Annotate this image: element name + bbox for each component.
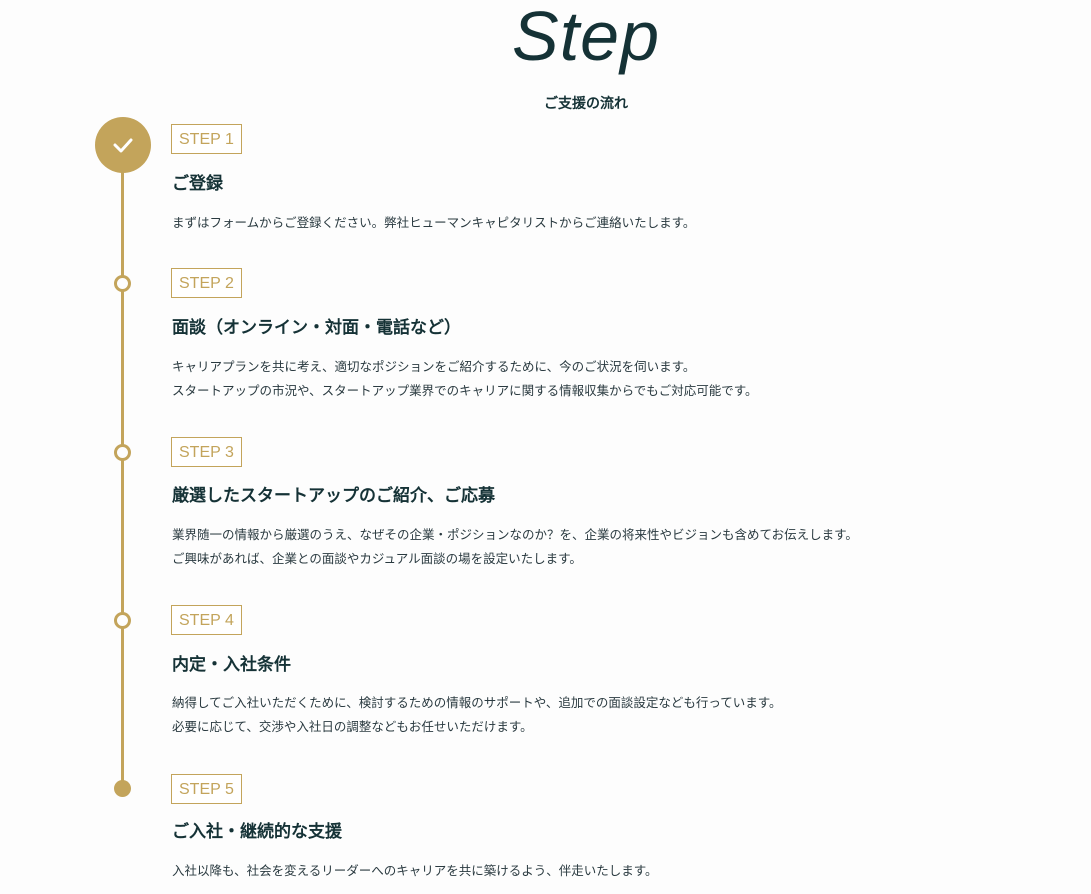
check-icon	[113, 138, 133, 153]
step-2-description-line: スタートアップの市況や、スタートアップ業界でのキャリアに関する情報収集からでもご…	[172, 383, 758, 398]
step-4-description-line: 納得してご入社いただくために、検討するための情報のサポートや、追加での面談設定な…	[172, 695, 782, 710]
step-4-description: 納得してご入社いただくために、検討するための情報のサポートや、追加での面談設定な…	[172, 691, 782, 739]
step-5-description: 入社以降も、社会を変えるリーダーへのキャリアを共に築けるよう、伴走いたします。	[172, 859, 658, 883]
step-1-heading: ご登録	[172, 174, 223, 194]
step-4-badge: STEP 4	[171, 605, 242, 635]
step-5-marker	[114, 780, 131, 797]
step-1-description-line: まずはフォームからご登録ください。弊社ヒューマンキャピタリストからご連絡いたしま…	[172, 215, 696, 230]
step-2-description-line: キャリアプランを共に考え、適切なポジションをご紹介するために、今のご状況を伺いま…	[172, 359, 696, 374]
step-5-badge: STEP 5	[171, 774, 242, 804]
step-2-badge: STEP 2	[171, 268, 242, 298]
step-3-description-line: 業界随一の情報から厳選のうえ、なぜその企業・ポジションなのか？を、企業の将来性や…	[172, 527, 858, 542]
step-1-description: まずはフォームからご登録ください。弊社ヒューマンキャピタリストからご連絡いたしま…	[172, 211, 695, 235]
step-3-badge: STEP 3	[171, 437, 242, 467]
step-2-description: キャリアプランを共に考え、適切なポジションをご紹介するために、今のご状況を伺いま…	[172, 355, 758, 403]
step-1-badge: STEP 1	[171, 124, 242, 154]
step-4-description-line: 必要に応じて、交渉や入社日の調整などもお任せいただけます。	[172, 719, 533, 734]
step-4-marker	[114, 612, 131, 629]
timeline-line	[121, 148, 124, 790]
page-title: Step	[512, 0, 660, 75]
step-3-marker	[114, 444, 131, 461]
step-3-heading: 厳選したスタートアップのご紹介、ご応募	[172, 486, 495, 506]
step-5-heading: ご入社・継続的な支援	[172, 822, 342, 842]
step-1-marker	[95, 117, 151, 173]
step-3-description: 業界随一の情報から厳選のうえ、なぜその企業・ポジションなのか？を、企業の将来性や…	[172, 523, 858, 571]
step-4-heading: 内定・入社条件	[172, 655, 291, 675]
step-2-marker	[114, 275, 131, 292]
page-subtitle: ご支援の流れ	[544, 96, 628, 112]
step-2-heading: 面談（オンライン・対面・電話など）	[172, 318, 461, 338]
step-5-description-line: 入社以降も、社会を変えるリーダーへのキャリアを共に築けるよう、伴走いたします。	[172, 863, 658, 878]
step-3-description-line: ご興味があれば、企業との面談やカジュアル面談の場を設定いたします。	[172, 551, 582, 566]
